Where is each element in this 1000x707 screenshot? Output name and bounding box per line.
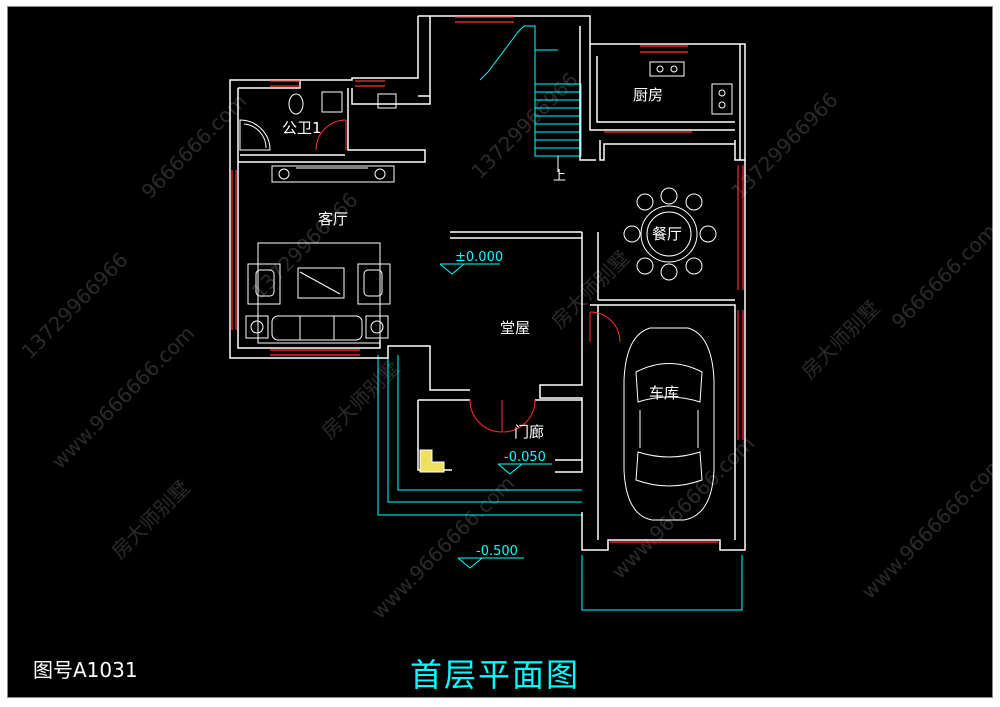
room-label-kitchen: 厨房 bbox=[633, 86, 663, 104]
cad-canvas bbox=[7, 6, 993, 698]
watermark: 房大师别墅 bbox=[317, 356, 405, 444]
watermark: www.9666666.com bbox=[47, 321, 200, 474]
watermark: 房大师别墅 bbox=[107, 476, 195, 564]
tv-cabinet bbox=[271, 165, 395, 183]
windows bbox=[231, 16, 744, 543]
room-label-garage: 车库 bbox=[649, 384, 679, 402]
room-label-porch: 门廊 bbox=[514, 423, 544, 441]
dining-table bbox=[623, 187, 717, 281]
porch-column bbox=[419, 449, 445, 473]
sofa-set bbox=[245, 242, 391, 344]
staircase bbox=[479, 25, 582, 172]
doors bbox=[315, 119, 621, 433]
watermark: 9666666.com bbox=[887, 219, 1000, 334]
elevation-hall: ±0.000 bbox=[455, 250, 503, 265]
room-label-living-room: 客厅 bbox=[318, 210, 348, 228]
watermark: 13729966966 bbox=[727, 88, 843, 204]
watermark: 13729966966 bbox=[467, 68, 583, 184]
room-label-dining-room: 餐厅 bbox=[652, 225, 682, 243]
walls bbox=[229, 15, 746, 551]
drawing-number: 图号A1031 bbox=[33, 658, 138, 682]
room-label-hall: 堂屋 bbox=[500, 319, 530, 337]
elevation-marks bbox=[439, 263, 552, 569]
room-label-public-toilet: 公卫1 bbox=[282, 119, 322, 137]
watermark: www.9666666.com bbox=[857, 451, 1000, 604]
drawing-title: 首层平面图 bbox=[410, 656, 581, 694]
toilet-fixtures bbox=[239, 91, 397, 151]
outdoor-steps bbox=[377, 355, 743, 611]
watermark: 13729966966 bbox=[247, 188, 363, 304]
car-icon bbox=[623, 327, 715, 521]
watermark: 房大师别墅 bbox=[797, 296, 885, 384]
kitchen-fixtures bbox=[649, 61, 733, 115]
watermark: www.9666666.com bbox=[607, 431, 760, 584]
watermark: 9666666.com bbox=[137, 89, 252, 204]
watermark: 13729966966 bbox=[17, 248, 133, 364]
elevation-outdoor: -0.500 bbox=[476, 544, 518, 559]
stair-up-label: 上 bbox=[553, 169, 566, 184]
elevation-porch: -0.050 bbox=[504, 450, 546, 465]
watermark-layer: 13729966966 房大师别墅 www.9666666.com 137299… bbox=[17, 68, 1000, 624]
